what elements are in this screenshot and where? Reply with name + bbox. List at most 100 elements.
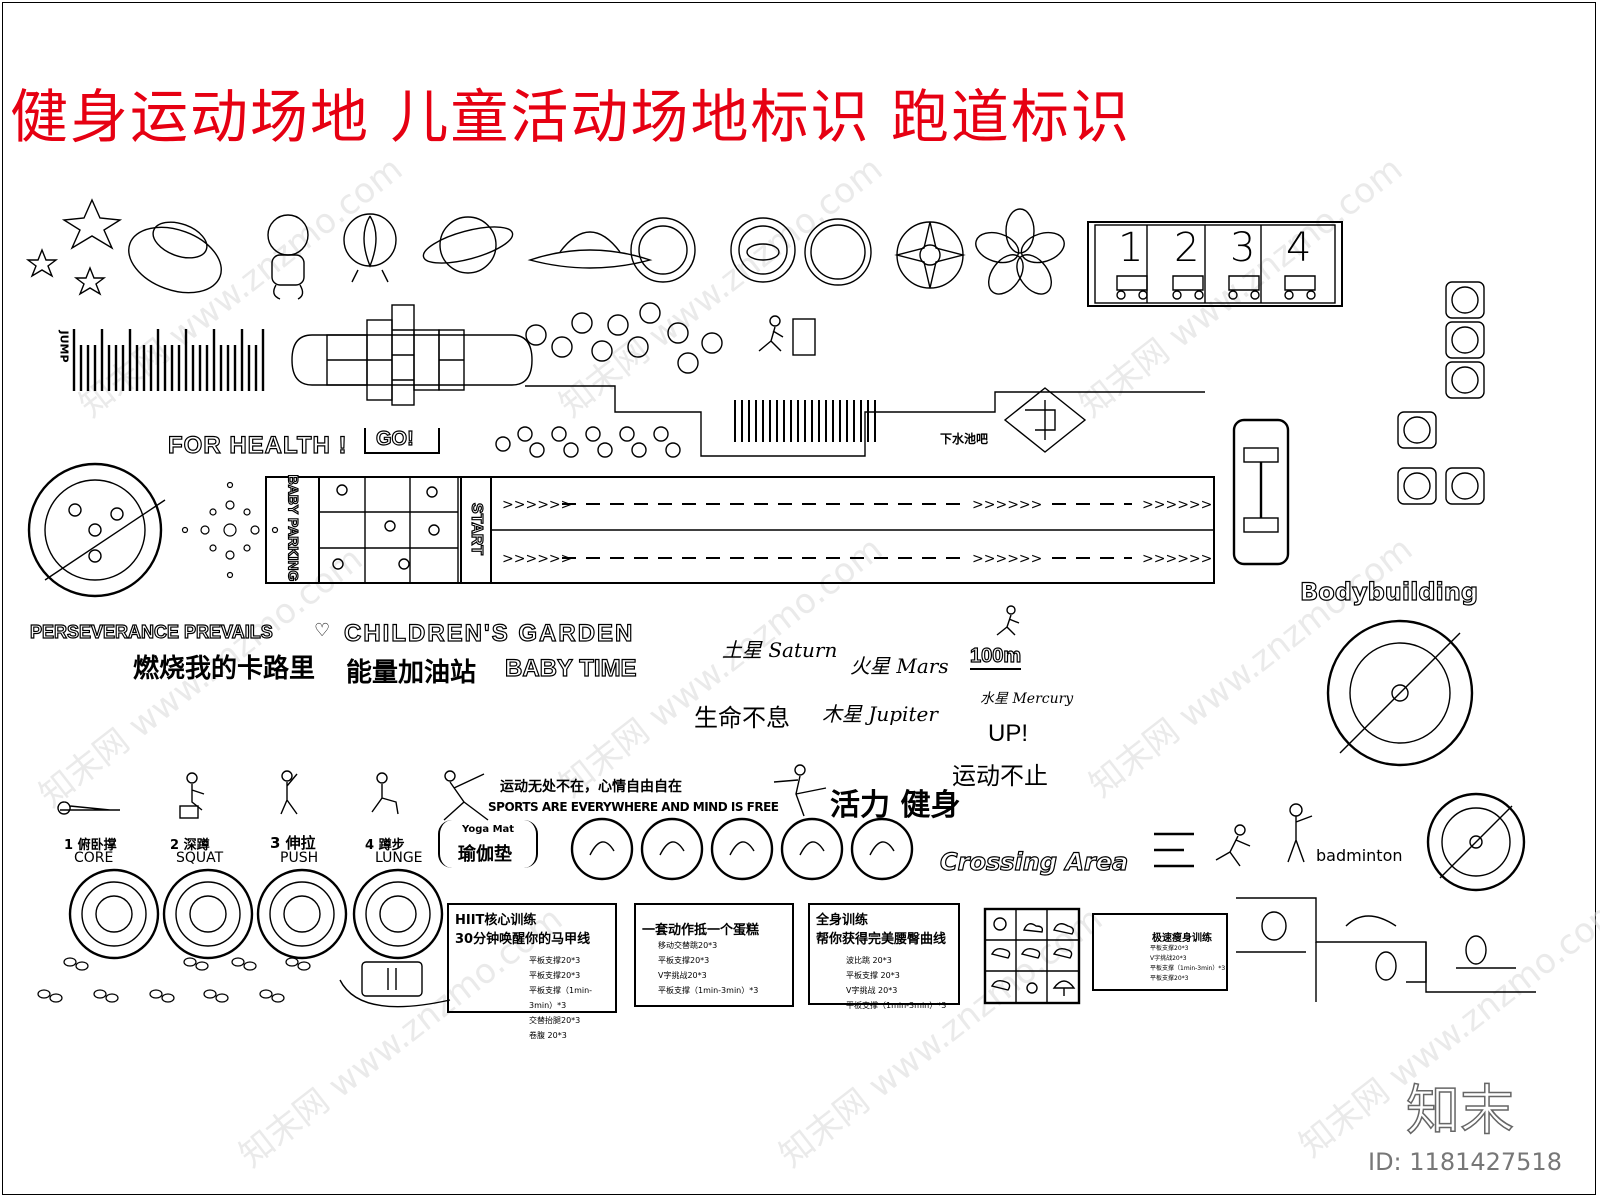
childrens-garden-text: CHILDREN'S GARDEN [343,619,635,647]
number-balls [525,302,723,374]
exercise-3-label: 3 伸拉 [270,834,316,852]
brand-logo: 知末 [1405,1078,1515,1143]
svg-text:>>>>>>: >>>>>> [1142,497,1212,513]
baby-time-text: BABY TIME [504,654,637,682]
start-line [460,476,492,584]
baby-parking-area [265,476,320,584]
runner-icon [758,315,816,356]
board-row: 平板支撑20*3 [658,956,710,965]
yoga-figure [443,770,489,821]
mercury-text: 水星 Mercury [980,691,1074,707]
crossing-area-text: Crossing Area [939,847,1129,876]
jump-label: JUMP [57,330,71,363]
bodybuilding-text: Bodybuilding [1299,577,1478,606]
svg-text:>>>>>>: >>>>>> [972,551,1042,567]
sport-badges [570,817,914,881]
parking-number: 3 [1230,225,1256,271]
board-row: 波比跳 20*3 [846,956,892,965]
jump-ruler [72,329,265,391]
perseverance-text: PERSEVERANCE PREVAILS [29,621,273,642]
yoga-mat-frame [438,820,538,868]
stroller-parking [1087,221,1343,307]
hiit-board: HIIT核心训练 30分钟唤醒你的马甲线 平板支撑20*3 平板支撑20*3 平… [447,903,617,1040]
target-circle [27,462,279,598]
svg-text:>>>>>>: >>>>>> [502,497,572,513]
go-text: GO! [375,427,414,450]
yoga-cn-text: 瑜伽垫 [458,844,512,865]
exercise-4-label: 4 蹲步 [365,838,405,853]
energy-station-text: 能量加油站 [346,658,477,688]
id-text: ID: 1181427518 [1368,1148,1562,1176]
dumbbell-icon [1232,418,1290,566]
page-title: 健身运动场地 儿童活动场地标识 跑道标识 [10,83,1131,151]
kicking-figure [773,764,827,817]
sports-en-text: SPORTS ARE EVERYWHERE AND MIND IS FREE [488,800,779,814]
for-health-text: FOR HEALTH ! [167,431,348,459]
mars-text: 火星 Mars [850,654,949,678]
board-row: V字挑战20*3 [658,971,707,980]
stepping-dots [495,426,681,458]
bodybuilding-disc [1326,619,1474,767]
board-row: V字挑战 20*3 [846,986,898,995]
board-row: 平板支撑（1min-3min）*3 [1150,965,1226,972]
exercise-discs [37,868,451,1008]
svg-text:>>>>>>: >>>>>> [972,497,1042,513]
saturn-text: 土星 Saturn [722,638,838,662]
never-stop-text: 运动不止 [952,762,1048,790]
board-row: 平板支撑（1min-3min）*3 [658,986,759,995]
hopscotch [291,304,533,406]
yoga-en-text: Yoga Mat [462,824,515,835]
sports-cn-text: 运动无处不在，心情自由自在 [500,779,682,795]
board-title: HIIT核心训练 [455,913,537,928]
board-row: 平板支撑 20*3 [846,971,900,980]
fullbody-board: 全身训练 帮你获得完美腰臀曲线 波比跳 20*3 平板支撑 20*3 V字挑战 … [808,903,960,1010]
sprinter-icon [996,605,1020,636]
board-title: 全身训练 [816,913,869,928]
exercise-4-en: LUNGE [375,850,423,866]
board-row: 平板支撑20*3 [529,971,581,980]
board-row: 平板支撑20*3 [1150,975,1189,982]
space-icons-row [25,198,1065,300]
xiazhilv-label: 下水池吧 [940,432,989,446]
svg-text:>>>>>>: >>>>>> [502,551,572,567]
bird-branches [1236,897,1536,1002]
exercise-3-en: PUSH [280,850,319,866]
crossing-runner [1154,803,1313,868]
board-row: 卷腹 20*3 [529,1031,567,1040]
cake-board: 一套动作抵一个蛋糕 移动交替跳20*3 平板支撑20*3 V字挑战20*3 平板… [634,903,794,1007]
vitality-text: 活力 健身 [830,788,961,823]
board-row: 移动交替跳20*3 [658,941,718,950]
badminton-disc [1426,792,1526,892]
life-text: 生命不息 [694,704,790,732]
heart-icon: ♡ [314,620,331,641]
exercise-figures [57,770,399,819]
start-label: START [467,502,486,556]
exercise-2-en: SQUAT [176,850,224,866]
exercise-1-en: CORE [74,850,114,866]
parking-number: 2 [1174,225,1200,271]
baby-parking-label: BABY PARKING [285,474,302,582]
exercise-2-label: 2 深蹲 [170,838,210,853]
badminton-text: badminton [1316,846,1403,865]
play-grid [320,476,459,584]
side-ball-tiles [1397,281,1485,505]
board-row: 平板支撑20*3 [1150,945,1189,952]
board-subtitle: 30分钟唤醒你的马甲线 [455,932,591,947]
svg-text:>>>>>>: >>>>>> [1142,551,1212,567]
burn-text: 燃烧我的卡路里 [133,654,316,684]
100m-text: 100m [969,644,1022,670]
board-row: V字挑战20*3 [1150,955,1187,962]
up-text: UP! [988,720,1029,747]
board-row: 平板支撑（1min-3min）*3 [846,1001,947,1010]
speed-slim-board: 极速瘦身训练 平板支撑20*3 V字挑战20*3 平板支撑（1min-3min）… [1092,913,1228,991]
board-row: 平板支撑20*3 [529,956,581,965]
stroller-icons [1094,224,1336,304]
parking-number: 4 [1286,225,1312,271]
board-row: 交替抬腿20*3 [529,1016,581,1025]
board-subtitle: 帮你获得完美腰臀曲线 [816,932,947,947]
board-title: 一套动作抵一个蛋糕 [642,923,760,938]
board-row: 平板支撑（1min-3min）*3 [529,986,593,1010]
weather-grid [983,907,1081,1005]
track-lanes: >>>>>> >>>>>> >>>>>> >>>>>> >>>>>> >>>>>… [492,497,1215,567]
